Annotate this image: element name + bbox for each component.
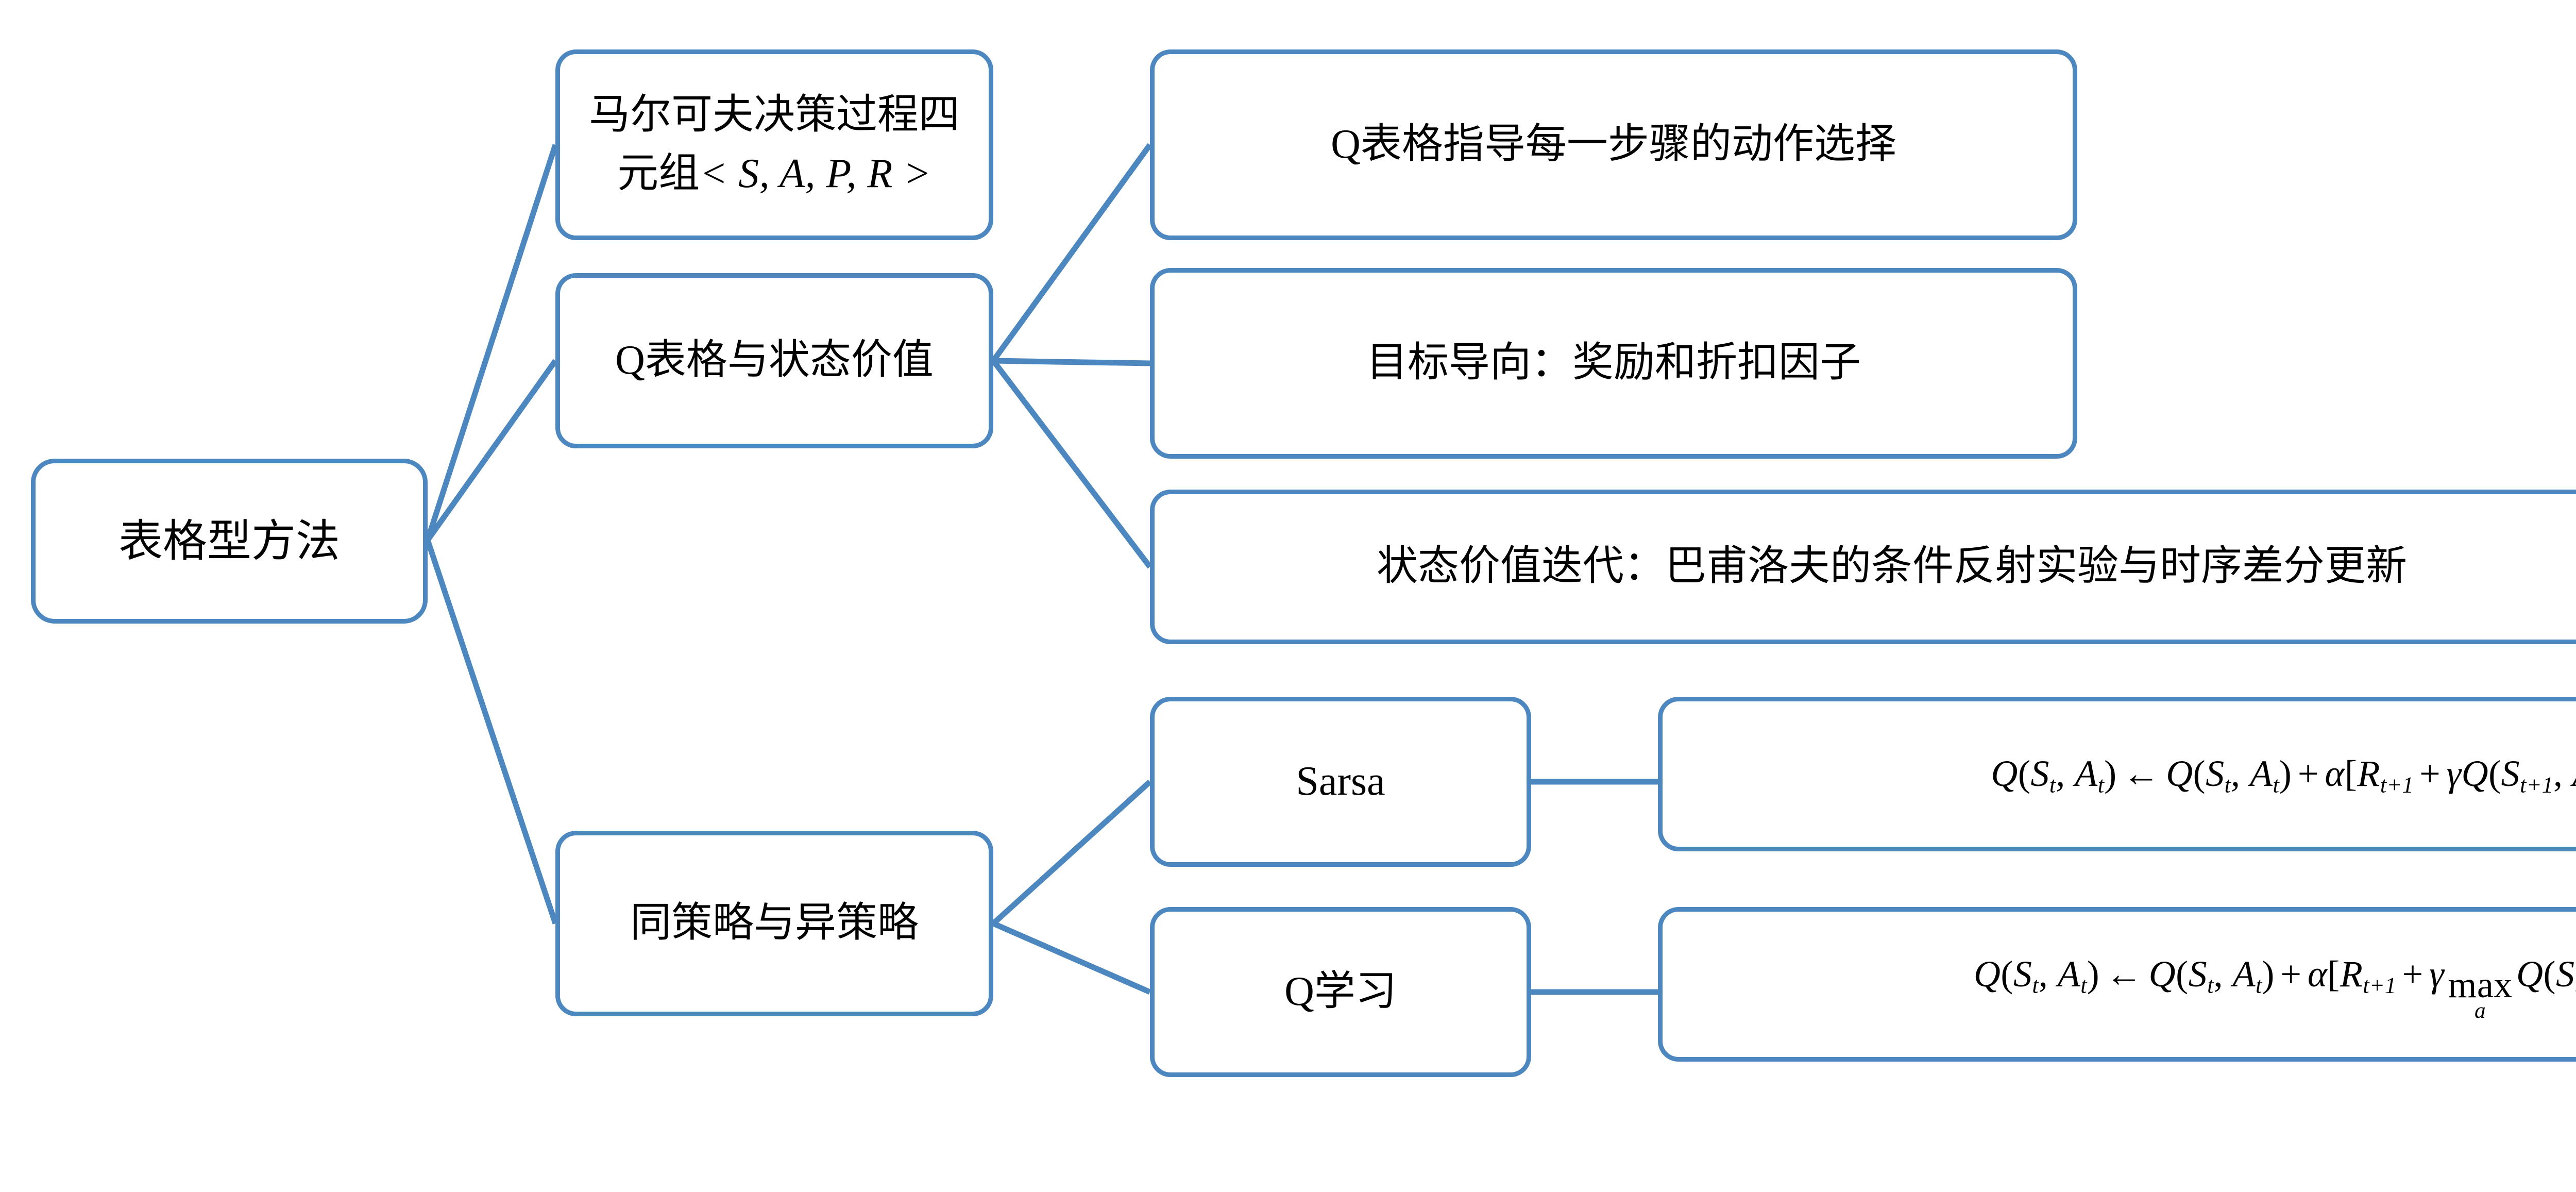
node-mdp-line2-prefix: 元组: [617, 151, 700, 196]
qlearning-formula-math: Q(St, At)←Q(St, At)+α[Rt+1+γmaxaQ(St+1, …: [1973, 953, 2576, 1023]
node-guide-label: Q表格指导每一步骤的动作选择: [1331, 122, 1896, 167]
node-goal-label: 目标导向：奖励和折扣因子: [1366, 340, 1861, 386]
edge-qtable-guide: [991, 143, 1153, 363]
node-q-learning-update-formula[interactable]: Q(St, At)←Q(St, At)+α[Rt+1+γmaxaQ(St+1, …: [1658, 907, 2576, 1062]
node-qtable[interactable]: Q表格与状态价值: [555, 273, 993, 448]
sarsa-formula-math: Q(St, At)←Q(St, At)+α[Rt+1+γQ(St+1, At+1…: [1991, 752, 2576, 798]
node-mdp-line1: 马尔可夫决策过程四: [589, 92, 960, 138]
node-mdp-tuple-math: < S, A, P, R >: [700, 151, 931, 196]
edge-root-mdp: [425, 144, 558, 541]
edge-qtable-goal: [993, 358, 1150, 366]
node-sarsa[interactable]: Sarsa: [1150, 697, 1531, 867]
node-root-label: 表格型方法: [118, 516, 340, 566]
node-qlearn-label: Q学习: [1284, 969, 1397, 1015]
edge-policy-sarsa: [991, 779, 1152, 926]
node-sarsa-update-formula[interactable]: Q(St, At)←Q(St, At)+α[Rt+1+γQ(St+1, At+1…: [1658, 697, 2576, 851]
node-mdp[interactable]: 马尔可夫决策过程四 元组< S, A, P, R >: [555, 49, 993, 240]
fs-q1: Q: [1991, 752, 2018, 794]
node-qtable-label: Q表格与状态价值: [615, 338, 934, 383]
node-q-table-guides-action[interactable]: Q表格指导每一步骤的动作选择: [1150, 49, 2077, 240]
node-policy[interactable]: 同策略与异策略: [555, 831, 993, 1016]
edge-qtable-value: [991, 359, 1153, 569]
node-mdp-line2: 元组< S, A, P, R >: [578, 145, 971, 204]
node-goal-oriented-reward-discount[interactable]: 目标导向：奖励和折扣因子: [1150, 268, 2077, 459]
node-value-label: 状态价值迭代：巴甫洛夫的条件反射实验与时序差分更新: [1377, 544, 2407, 590]
edge-policy-qlearn: [992, 920, 1151, 995]
node-policy-label: 同策略与异策略: [630, 900, 919, 946]
edge-root-qtable: [425, 359, 558, 542]
node-q-learning[interactable]: Q学习: [1150, 907, 1531, 1077]
node-sarsa-label: Sarsa: [1296, 759, 1385, 804]
node-mdp-label: 马尔可夫决策过程四 元组< S, A, P, R >: [578, 86, 971, 203]
edge-root-policy: [425, 539, 558, 925]
node-state-value-iteration[interactable]: 状态价值迭代：巴甫洛夫的条件反射实验与时序差分更新: [1150, 490, 2576, 644]
fq-q1: Q: [1973, 953, 2001, 995]
node-root[interactable]: 表格型方法: [31, 459, 428, 624]
